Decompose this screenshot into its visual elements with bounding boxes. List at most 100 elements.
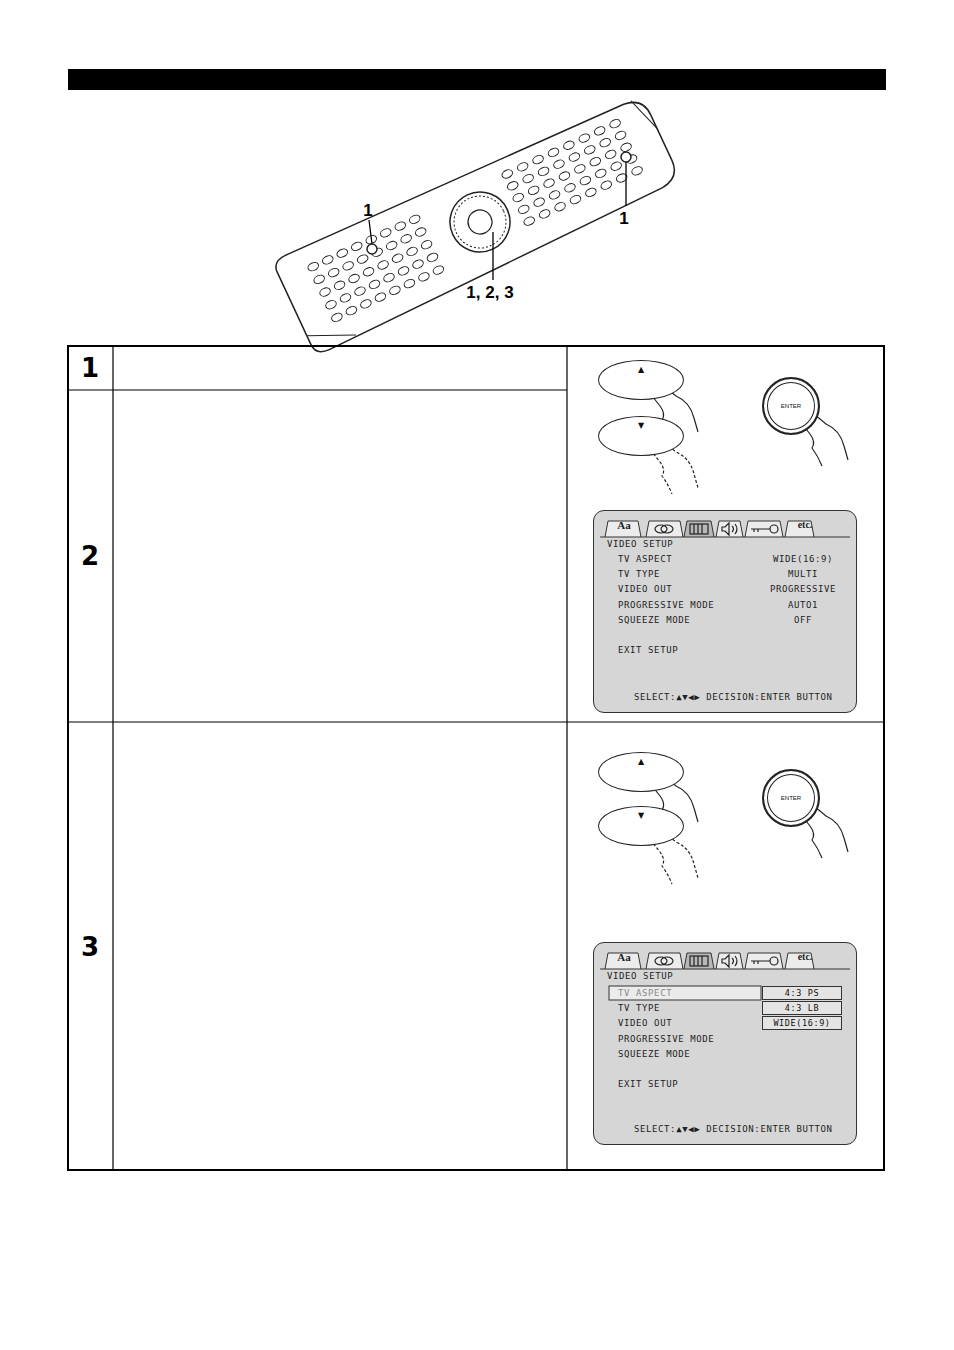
remote-button [558, 170, 571, 182]
remote-button [523, 215, 536, 227]
menu-tab [684, 521, 714, 537]
menu-text: TV TYPE [618, 1004, 660, 1013]
button-label: ENTER [781, 403, 801, 409]
button-label: WIDE(16:9) [773, 1019, 830, 1028]
remote-button [583, 144, 596, 156]
remote-button [512, 192, 525, 204]
menu-text: MULTI [788, 570, 818, 579]
remote-button [333, 280, 346, 292]
menu-tab [646, 953, 683, 969]
remote-button [408, 214, 421, 226]
remote-button [527, 185, 540, 197]
tab-baseline [600, 537, 850, 538]
remote-button [374, 291, 387, 303]
step-number: 3 [81, 934, 99, 960]
remote-button [382, 272, 395, 284]
remote-button [336, 247, 349, 259]
remote-button [563, 182, 576, 194]
remote-button [432, 264, 445, 276]
remote-button [414, 226, 427, 238]
menu-text: AUTO1 [788, 601, 818, 610]
enter-button: ENTER [762, 377, 820, 435]
menu-text: PROGRESSIVE [770, 585, 836, 594]
remote-button [339, 292, 352, 304]
callout-number: 1, 2, 3 [466, 284, 513, 301]
remote-button [327, 267, 340, 279]
tab-label: Aa [617, 952, 630, 963]
remote-button [609, 118, 622, 130]
remote-button [321, 254, 334, 266]
menu-text: SQUEEZE MODE [618, 616, 690, 625]
remote-button [548, 189, 561, 201]
tab-label: etc. [798, 952, 813, 962]
remote-button [600, 179, 613, 191]
remote-button [552, 158, 565, 170]
menu-text: OFF [794, 616, 812, 625]
remote-button [405, 246, 418, 258]
callout-number: 1 [363, 202, 372, 219]
remote-button [330, 312, 343, 324]
remote-button [388, 285, 401, 297]
step-number: 1 [81, 355, 99, 381]
remote-button [350, 241, 363, 253]
remote-button [630, 165, 643, 177]
menu-tab [716, 521, 743, 537]
step-number: 2 [81, 543, 99, 569]
remote-button [391, 252, 404, 264]
remote-button [501, 168, 514, 180]
menu-text: EXIT SETUP [618, 1080, 678, 1089]
remote-button [342, 260, 355, 272]
menu-text: TV ASPECT [618, 555, 672, 564]
button-label: 4:3 PS [785, 989, 819, 998]
remote-button [420, 239, 433, 251]
remote-button [353, 285, 366, 297]
remote-button [573, 163, 586, 175]
button-label: ▲ [638, 758, 644, 766]
remote-button [542, 177, 555, 189]
callout-number: 1 [619, 210, 628, 227]
remote-button [553, 201, 566, 213]
remote-button [594, 168, 607, 180]
remote-button [307, 261, 320, 273]
remote-button [537, 166, 550, 178]
remote-button [610, 160, 623, 172]
remote-button [569, 194, 582, 206]
remote-button [584, 187, 597, 199]
remote-button [403, 278, 416, 290]
remote-button [368, 279, 381, 291]
option-box: WIDE(16:9) [762, 1016, 842, 1030]
remote-button [379, 227, 392, 239]
tab-label: etc. [798, 520, 813, 530]
tab-baseline [600, 969, 850, 970]
remote-button [547, 147, 560, 159]
remote-button [562, 139, 575, 151]
remote-button [533, 196, 546, 208]
remote-button [604, 149, 617, 161]
button-label: ▼ [638, 422, 644, 430]
remote-button [376, 259, 389, 271]
menu-tab [785, 953, 814, 969]
menu-text: VIDEO OUT [618, 1019, 672, 1028]
menu-text: VIDEO SETUP [607, 972, 673, 981]
menu-text: TV TYPE [618, 570, 660, 579]
remote-button [516, 161, 529, 173]
option-box: 4:3 LB [762, 1001, 842, 1015]
remote-button [506, 180, 519, 192]
remote-button [318, 286, 331, 298]
remote-button [397, 265, 410, 277]
menu-text: SELECT:▲▼◀▶ DECISION:ENTER BUTTON [634, 693, 833, 702]
remote-key [621, 152, 631, 162]
remote-button [411, 258, 424, 270]
menu-text: VIDEO SETUP [607, 540, 673, 549]
remote-button [593, 125, 606, 137]
menu-text: VIDEO OUT [618, 585, 672, 594]
remote-button [385, 240, 398, 252]
down-button: ▼ [598, 806, 684, 846]
table-grid [68, 346, 884, 1170]
remote-button [356, 253, 369, 265]
row-highlight [609, 986, 761, 1000]
remote-button [538, 208, 551, 220]
remote-button [359, 298, 372, 310]
remote-control [272, 90, 683, 355]
